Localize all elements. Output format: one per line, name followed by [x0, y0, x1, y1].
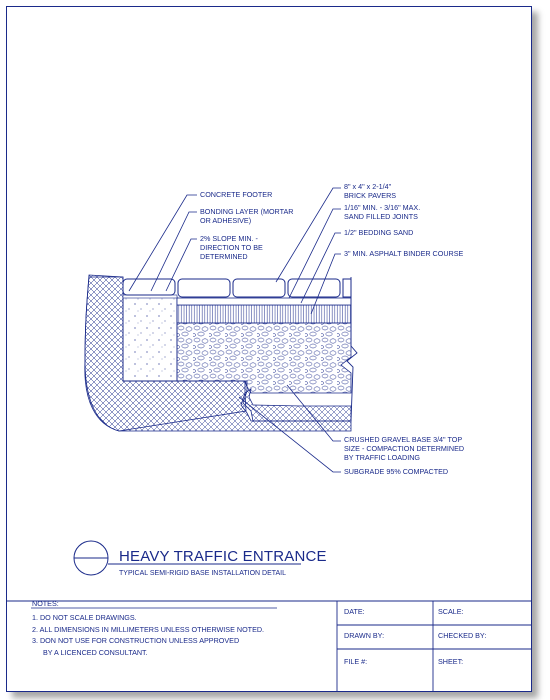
brick-pavers — [122, 278, 352, 298]
tb-scale: SCALE: — [438, 607, 464, 616]
label-pavers-1: 8" x 4" x 2-1/4" — [344, 182, 392, 191]
label-gravel-3: BY TRAFFIC LOADING — [344, 453, 420, 462]
tb-checked-by: CHECKED BY: — [438, 631, 486, 640]
note-3b: BY A LICENCED CONSULTANT. — [43, 648, 148, 657]
label-slope-1: 2% SLOPE MIN. - — [200, 234, 259, 243]
note-1: 1. DO NOT SCALE DRAWINGS. — [32, 613, 137, 622]
title-block-symbol — [73, 540, 301, 576]
label-slope-3: DETERMINED — [200, 252, 248, 261]
asphalt-binder-course — [176, 304, 352, 324]
label-bonding-2: OR ADHESIVE) — [200, 216, 251, 225]
label-slope-2: DIRECTION TO BE — [200, 243, 263, 252]
note-2: 2. ALL DIMENSIONS IN MILLIMETERS UNLESS … — [32, 625, 264, 634]
note-3: 3. DON NOT USE FOR CONSTRUCTION UNLESS A… — [32, 636, 239, 645]
subgrade-hatch — [84, 276, 352, 432]
label-asphalt: 3" MIN. ASPHALT BINDER COURSE — [344, 249, 464, 258]
label-bonding-1: BONDING LAYER (MORTAR — [200, 207, 293, 216]
label-gravel-2: SIZE - COMPACTION DETERMINED — [344, 444, 464, 453]
drawing-sheet: CONCRETE FOOTER BONDING LAYER (MORTAR OR… — [6, 6, 532, 692]
detail-drawing: CONCRETE FOOTER BONDING LAYER (MORTAR OR… — [7, 182, 531, 691]
label-bedding: 1/2" BEDDING SAND — [344, 228, 413, 237]
label-gravel-1: CRUSHED GRAVEL BASE 3/4" TOP — [344, 435, 462, 444]
label-subgrade: SUBGRADE 95% COMPACTED — [344, 467, 448, 476]
drawing-title: HEAVY TRAFFIC ENTRANCE — [119, 548, 327, 565]
drawing-subtitle: TYPICAL SEMI-RIGID BASE INSTALLATION DET… — [119, 570, 286, 577]
tb-file: FILE #: — [344, 657, 367, 666]
tb-date: DATE: — [344, 607, 365, 616]
label-pavers-2: BRICK PAVERS — [344, 191, 396, 200]
notes-heading: NOTES: — [32, 599, 59, 608]
tb-drawn-by: DRAWN BY: — [344, 631, 384, 640]
label-joints-2: SAND FILLED JOINTS — [344, 212, 418, 221]
tb-sheet: SHEET: — [438, 657, 463, 666]
label-concrete-footer: CONCRETE FOOTER — [200, 190, 272, 199]
title-block-grid — [336, 601, 531, 691]
bedding-sand — [176, 297, 352, 306]
concrete-footer — [122, 296, 178, 382]
label-joints-1: 1/16" MIN. - 3/16" MAX. — [344, 203, 420, 212]
